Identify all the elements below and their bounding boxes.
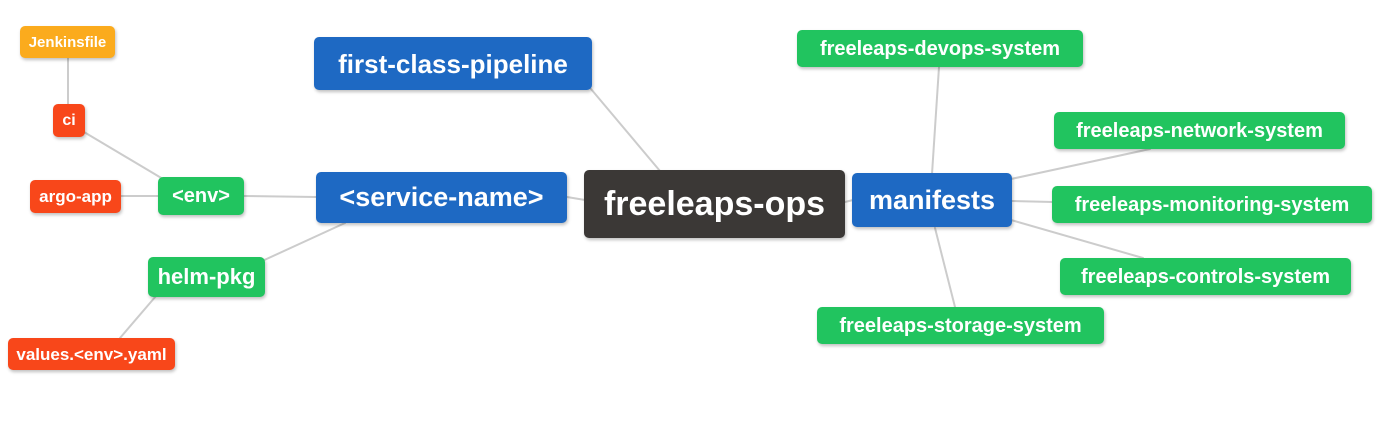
node-freeleaps-controls-system[interactable]: freeleaps-controls-system [1060, 258, 1351, 295]
edge-manifests-to-freeleaps-storage-system [934, 227, 956, 308]
edge-ci-to-env [83, 131, 164, 180]
edge-first-class-pipeline-to-freeleaps-ops [590, 88, 661, 172]
node-service-name[interactable]: <service-name> [316, 172, 567, 223]
node-freeleaps-storage-system[interactable]: freeleaps-storage-system [817, 307, 1104, 344]
edge-service-name-to-freeleaps-ops [566, 196, 586, 201]
edge-manifests-to-freeleaps-monitoring-system [1011, 200, 1054, 203]
edge-manifests-to-freeleaps-network-system [1010, 148, 1151, 180]
node-argo-app[interactable]: argo-app [30, 180, 121, 213]
edge-helm-pkg-to-service-name [259, 222, 346, 263]
node-first-class-pipeline[interactable]: first-class-pipeline [314, 37, 592, 90]
edge-manifests-to-freeleaps-devops-system [931, 66, 940, 175]
node-manifests[interactable]: manifests [852, 173, 1012, 227]
node-values-env-yaml[interactable]: values.<env>.yaml [8, 338, 175, 370]
node-freeleaps-monitoring-system[interactable]: freeleaps-monitoring-system [1052, 186, 1372, 223]
node-helm-pkg[interactable]: helm-pkg [148, 257, 265, 297]
node-freeleaps-ops[interactable]: freeleaps-ops [584, 170, 845, 238]
edge-freeleaps-ops-to-manifests [844, 199, 854, 203]
edge-values-env-yaml-to-helm-pkg [119, 295, 157, 339]
node-ci[interactable]: ci [53, 104, 85, 137]
node-freeleaps-devops-system[interactable]: freeleaps-devops-system [797, 30, 1083, 67]
edge-env-to-service-name [243, 195, 317, 198]
edge-manifests-to-freeleaps-controls-system [1010, 219, 1144, 259]
node-jenkinsfile[interactable]: Jenkinsfile [20, 26, 115, 58]
node-freeleaps-network-system[interactable]: freeleaps-network-system [1054, 112, 1345, 149]
node-env[interactable]: <env> [158, 177, 244, 215]
